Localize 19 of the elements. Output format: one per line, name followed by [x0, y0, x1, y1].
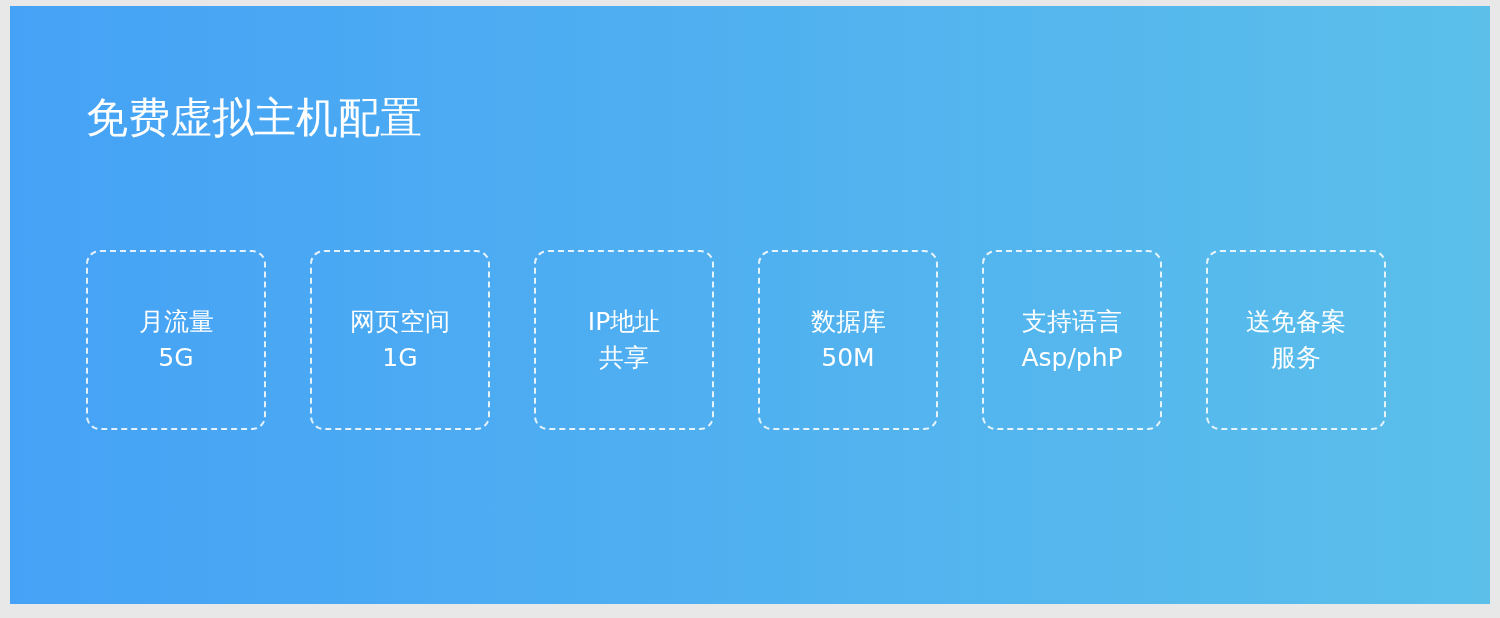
feature-value: Asp/phP — [1021, 342, 1123, 374]
feature-name: IP地址 — [587, 306, 661, 338]
feature-value: 50M — [821, 342, 875, 374]
feature-name: 送免备案 — [1246, 306, 1346, 338]
dashed-box — [534, 250, 714, 430]
dashed-box — [758, 250, 938, 430]
title: 免费虚拟主机配置 — [86, 92, 422, 144]
feature-name: 网页空间 — [350, 306, 450, 338]
feature-value: 1G — [382, 342, 418, 374]
dashed-box — [1206, 250, 1386, 430]
dashed-box — [86, 250, 266, 430]
feature-name: 数据库 — [810, 306, 886, 338]
feature-name: 支持语言 — [1022, 306, 1122, 338]
dashed-box — [310, 250, 490, 430]
feature-name: 月流量 — [138, 306, 214, 338]
dashed-box — [982, 250, 1162, 430]
feature-value: 5G — [158, 342, 194, 374]
feature-value: 服务 — [1271, 342, 1321, 374]
feature-value: 共享 — [599, 342, 649, 374]
